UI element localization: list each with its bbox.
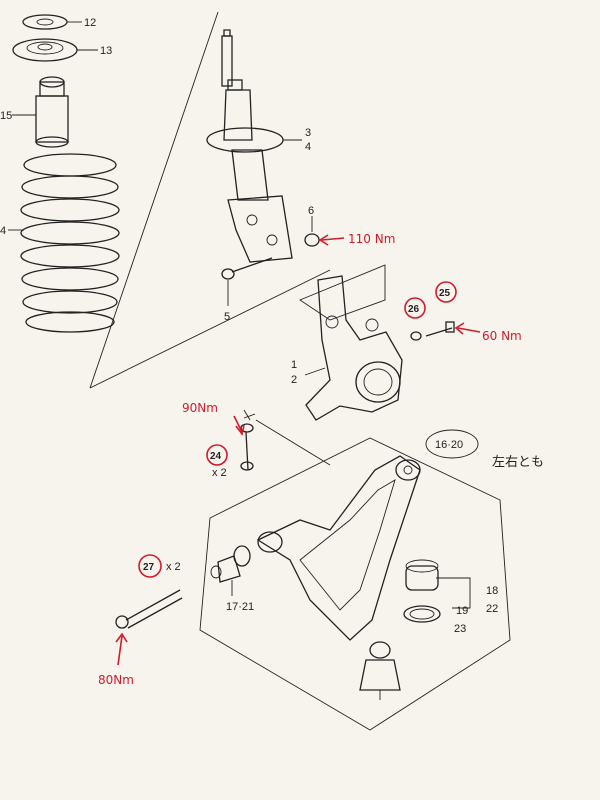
bolt-5 (231, 257, 273, 273)
label-13: 13 (100, 45, 112, 57)
lower-control-arm (256, 455, 421, 700)
label-19: 19 (456, 605, 468, 617)
label-x2-bolt27: x 2 (166, 561, 181, 573)
strut-assembly (206, 29, 320, 306)
washer-26 (410, 331, 422, 341)
circle-27 (138, 554, 162, 578)
label-22: 22 (486, 603, 498, 615)
label-17-21: 17·21 (226, 601, 254, 613)
label-x2-bolt24: x 2 (212, 467, 227, 479)
arrow-60nm (457, 327, 481, 333)
circle-24 (206, 444, 228, 466)
arrow-80nm (117, 635, 123, 666)
spring-group (8, 14, 120, 333)
circle-26 (404, 297, 426, 319)
guide-line-left (89, 11, 219, 389)
label-15: 15 (0, 110, 12, 122)
bolt-24 (240, 423, 254, 471)
arrow-90nm (233, 415, 243, 433)
label-5: 5 (224, 311, 230, 323)
label-2: 2 (291, 374, 297, 386)
bolt-25 (425, 321, 455, 337)
bushing-17-21 (210, 545, 251, 596)
strut-bracket (227, 195, 293, 263)
label-27: 27 (143, 562, 155, 573)
label-24: 24 (210, 451, 222, 462)
arrow-110nm (321, 237, 345, 241)
circle-25 (435, 281, 457, 303)
label-1: 1 (291, 359, 297, 371)
coil-spring-4 (20, 153, 120, 333)
label-18: 18 (486, 585, 498, 597)
label-26: 26 (408, 304, 420, 315)
ring-19-23 (403, 605, 441, 623)
torque-110nm: 110 Nm (348, 232, 395, 246)
label-6: 6 (308, 205, 314, 217)
bolt-27 (115, 589, 183, 629)
ball-joint (369, 641, 391, 659)
torque-60nm: 60 Nm (482, 329, 522, 343)
torque-90nm: 90Nm (182, 401, 218, 415)
label-25: 25 (439, 288, 451, 299)
torque-80nm: 80Nm (98, 673, 134, 687)
label-23: 23 (454, 623, 466, 635)
bushing-16-20-ring (425, 429, 479, 459)
label-4-strut: 4 (305, 141, 311, 153)
wheel-hub-bore (355, 361, 401, 403)
label-4: 4 (0, 225, 6, 237)
steering-knuckle (299, 264, 403, 421)
note-both-sides: 左右とも (492, 455, 544, 470)
label-16-20: 16·20 (435, 439, 463, 451)
boot-15 (35, 95, 69, 143)
label-3: 3 (305, 127, 311, 139)
label-12: 12 (84, 17, 96, 29)
lower-arm-box (199, 437, 511, 731)
